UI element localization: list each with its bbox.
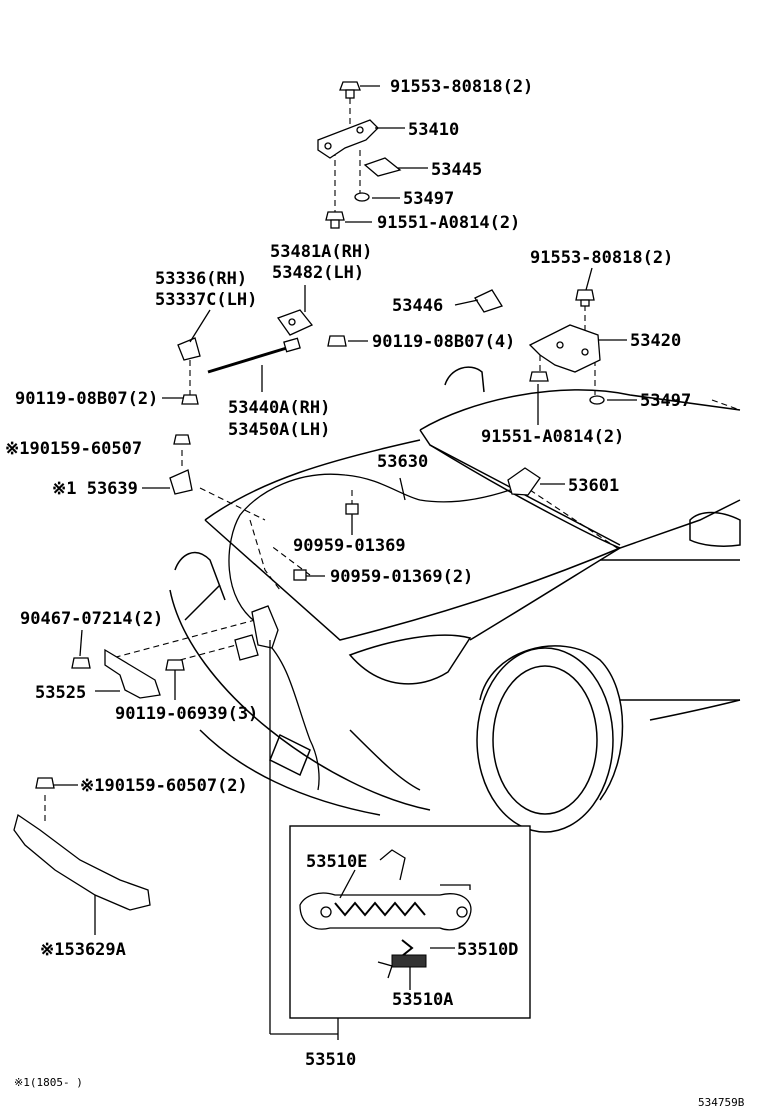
washer-53497-right-icon	[589, 395, 605, 405]
bracket-53525-icon	[104, 648, 161, 699]
clip-90959-b-icon	[293, 569, 307, 581]
hood-hinge-53410-icon	[317, 119, 379, 159]
label-53420: 53420	[630, 331, 681, 351]
footnote: ※1(1805- )	[14, 1076, 83, 1089]
bolt-91553-right-icon	[575, 289, 595, 307]
hood-lock-icon	[234, 605, 279, 661]
bolt-90159-a-icon	[173, 434, 191, 445]
label-53336: 53336(RH)	[155, 269, 247, 289]
hinge-53481-icon	[276, 309, 314, 336]
hood-support-strut-53440-icon	[207, 337, 301, 374]
label-90959-b: 90959-01369(2)	[330, 567, 473, 587]
label-53410: 53410	[408, 120, 459, 140]
clip-90467-icon	[71, 657, 91, 669]
label-53497-right: 53497	[640, 391, 691, 411]
label-53446: 53446	[392, 296, 443, 316]
label-53497-top: 53497	[403, 189, 454, 209]
stay-bracket-53336-icon	[177, 337, 201, 361]
label-90119-4: 90119-08B07(4)	[372, 332, 515, 352]
label-53510D: 53510D	[457, 940, 518, 960]
label-91553-right: 91553-80818(2)	[530, 248, 673, 268]
part-labels: 91553-80818(2) 53410 53445 53497 91551-A…	[5, 77, 745, 1109]
diagram-id: 534759B	[698, 1096, 745, 1109]
leader-lines	[54, 85, 637, 1040]
label-53337: 53337C(LH)	[155, 290, 257, 310]
label-53510: 53510	[305, 1050, 356, 1070]
label-53601: 53601	[568, 476, 619, 496]
label-91553-top: 91553-80818(2)	[390, 77, 533, 97]
label-91551-top: 91551-A0814(2)	[377, 213, 520, 233]
label-90119-2: 90119-08B07(2)	[15, 389, 158, 409]
label-90119-3: 90119-06939(3)	[115, 704, 258, 724]
support-53629-icon	[13, 813, 151, 911]
label-53510A: 53510A	[392, 990, 453, 1010]
hood-release-cable	[228, 473, 511, 791]
washer-53497-top-icon	[354, 192, 370, 202]
clip-90959-a-icon	[345, 503, 359, 515]
hood-hinge-53420-icon	[528, 324, 601, 373]
label-90159-a: ※190159-60507	[5, 439, 142, 459]
bolt-90159-b-icon	[35, 777, 55, 789]
label-53629: ※153629A	[40, 940, 126, 960]
label-90959-a: 90959-01369	[293, 536, 406, 556]
label-90467: 90467-07214(2)	[20, 609, 163, 629]
car-body-outline	[169, 366, 741, 833]
bracket-53639-icon	[169, 469, 193, 495]
label-53450: 53450A(LH)	[228, 420, 330, 440]
label-53482: 53482(LH)	[272, 263, 364, 283]
bolt-90119-2-icon	[181, 394, 199, 405]
label-53630: 53630	[377, 452, 428, 472]
bracket-53445-icon	[363, 157, 402, 177]
label-53481: 53481A(RH)	[270, 242, 372, 262]
release-handle-53601-icon	[507, 467, 541, 496]
bracket-53446-icon	[474, 289, 503, 313]
bolt-90119-3-icon	[165, 659, 185, 671]
label-53525: 53525	[35, 683, 86, 703]
bolt-91551-top-icon	[325, 211, 345, 229]
label-53445: 53445	[431, 160, 482, 180]
inset-53510-box	[289, 825, 531, 1019]
bolt-91551-right-icon	[529, 371, 549, 382]
label-53440: 53440A(RH)	[228, 398, 330, 418]
bolt-91553-top-icon	[339, 81, 361, 99]
label-90159-b: ※190159-60507(2)	[80, 776, 248, 796]
label-53639: ※1 53639	[52, 479, 138, 499]
label-91551-right: 91551-A0814(2)	[481, 427, 624, 447]
bolt-90119-4-icon	[327, 335, 347, 347]
label-53510E: 53510E	[306, 852, 367, 872]
